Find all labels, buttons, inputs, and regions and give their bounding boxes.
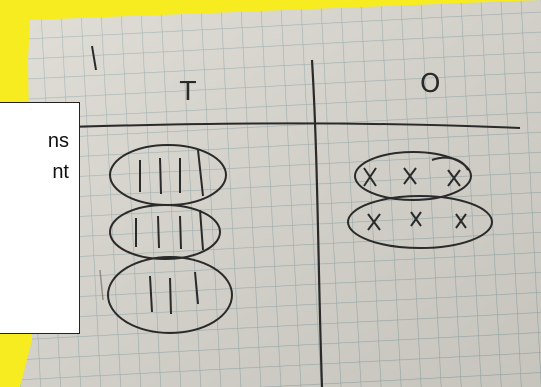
header-ones: O xyxy=(420,69,440,99)
text-callout-box: ns nt xyxy=(0,102,80,334)
callout-line-2: nt xyxy=(52,161,69,184)
callout-line-1: ns xyxy=(48,130,69,153)
header-tens: T xyxy=(179,77,196,107)
